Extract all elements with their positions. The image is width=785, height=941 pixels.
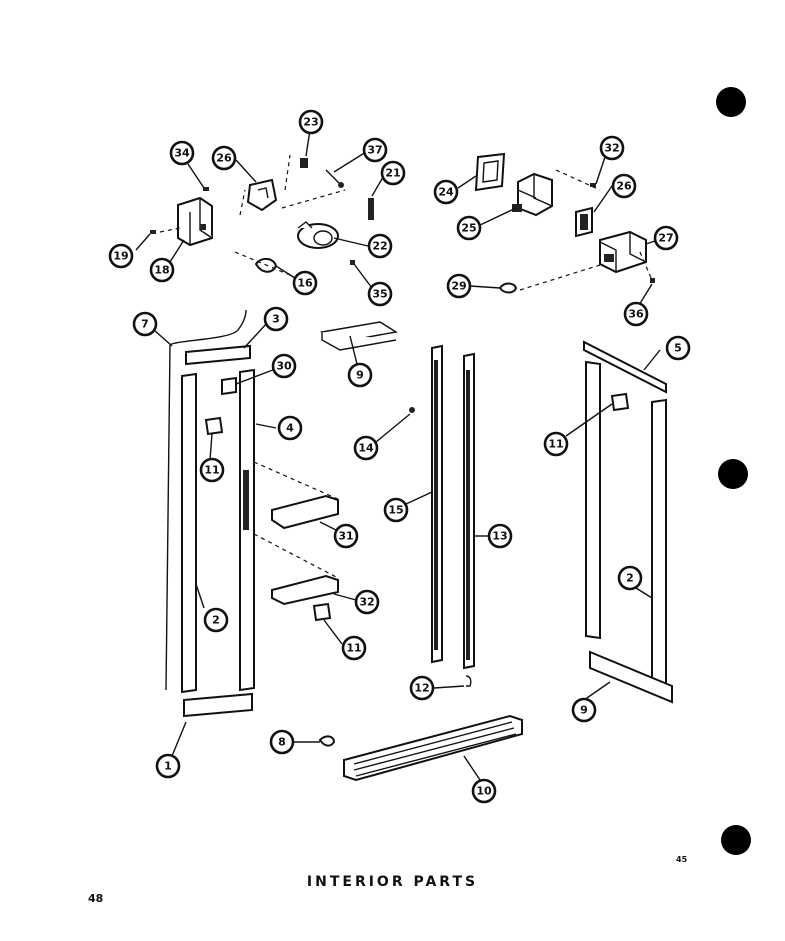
- svg-text:2: 2: [626, 572, 634, 585]
- callout-9-upper: 9: [347, 362, 373, 388]
- svg-text:32: 32: [359, 596, 374, 609]
- callout-18: 18: [149, 257, 175, 283]
- callout-21: 21: [380, 160, 406, 186]
- callout-9-lower: 9: [571, 697, 597, 723]
- svg-text:14: 14: [358, 442, 374, 455]
- callout-16-upper: 16: [292, 270, 318, 296]
- svg-text:24: 24: [438, 186, 454, 199]
- svg-text:1: 1: [164, 760, 172, 773]
- callout-13: 13: [487, 523, 513, 549]
- callout-5: 5: [665, 335, 691, 361]
- callout-29: 29: [446, 273, 472, 299]
- callout-14: 14: [353, 435, 379, 461]
- svg-text:23: 23: [303, 116, 318, 129]
- callout-27: 27: [653, 225, 679, 251]
- callout-23: 23: [298, 109, 324, 135]
- callout-26-left: 26: [211, 145, 237, 171]
- callout-30: 30: [271, 353, 297, 379]
- callout-32-upper: 32: [599, 135, 625, 161]
- callout-11-left: 11: [199, 457, 225, 483]
- svg-text:11: 11: [548, 438, 563, 451]
- callout-10: 10: [471, 778, 497, 804]
- callout-22: 22: [367, 233, 393, 259]
- callout-19: 19: [108, 243, 134, 269]
- svg-text:30: 30: [276, 360, 292, 373]
- svg-text:3: 3: [272, 313, 280, 326]
- callout-3: 3: [263, 306, 289, 332]
- svg-text:27: 27: [658, 232, 673, 245]
- svg-text:8: 8: [278, 736, 286, 749]
- page-number: 48: [88, 892, 104, 905]
- svg-text:22: 22: [372, 240, 387, 253]
- callout-32-lower: 32: [354, 589, 380, 615]
- svg-text:36: 36: [628, 308, 644, 321]
- svg-text:10: 10: [476, 785, 492, 798]
- svg-text:4: 4: [286, 422, 294, 435]
- svg-text:2: 2: [212, 614, 220, 627]
- svg-text:12: 12: [414, 682, 429, 695]
- svg-text:25: 25: [461, 222, 476, 235]
- callout-31: 31: [333, 523, 359, 549]
- svg-text:9: 9: [580, 704, 588, 717]
- upper-left-assembly: [135, 154, 374, 276]
- diagram-caption: INTERIOR PARTS: [306, 874, 479, 890]
- upper-right-assembly: [474, 152, 655, 294]
- leader-lines: [153, 129, 661, 781]
- svg-text:31: 31: [338, 530, 353, 543]
- callout-8: 8: [269, 729, 295, 755]
- right-liner-assembly: [583, 340, 673, 704]
- callout-36: 36: [623, 301, 649, 327]
- callout-7: 7: [132, 311, 158, 337]
- svg-text:34: 34: [174, 147, 190, 160]
- svg-text:26: 26: [616, 180, 632, 193]
- svg-text:13: 13: [492, 530, 507, 543]
- left-liner-assembly: [165, 309, 398, 718]
- svg-text:11: 11: [204, 464, 219, 477]
- svg-text:15: 15: [388, 504, 403, 517]
- callout-11-lower: 11: [341, 635, 367, 661]
- corner-mark: 45: [676, 855, 688, 864]
- svg-text:18: 18: [154, 264, 169, 277]
- svg-text:21: 21: [385, 167, 400, 180]
- callout-25: 25: [456, 215, 482, 241]
- callout-26-right: 26: [611, 173, 637, 199]
- svg-text:7: 7: [141, 318, 149, 331]
- svg-text:9: 9: [356, 369, 364, 382]
- svg-text:26: 26: [216, 152, 232, 165]
- svg-text:5: 5: [674, 342, 682, 355]
- center-mullion-assembly: [318, 344, 523, 782]
- svg-text:19: 19: [113, 250, 128, 263]
- callout-35: 35: [367, 281, 393, 307]
- callout-34: 34: [169, 140, 195, 166]
- callout-15: 15: [383, 497, 409, 523]
- binder-holes: [716, 87, 751, 855]
- svg-text:11: 11: [346, 642, 361, 655]
- svg-text:32: 32: [604, 142, 619, 155]
- svg-text:37: 37: [367, 144, 382, 157]
- callout-2-left: 2: [203, 607, 229, 633]
- callout-24: 24: [433, 179, 459, 205]
- callout-12: 12: [409, 675, 435, 701]
- svg-text:16: 16: [297, 277, 313, 290]
- callout-2-right: 2: [617, 565, 643, 591]
- svg-text:35: 35: [372, 288, 387, 301]
- callout-37: 37: [362, 137, 388, 163]
- callout-11-right: 11: [543, 431, 569, 457]
- svg-text:29: 29: [451, 280, 466, 293]
- callout-1: 1: [155, 753, 181, 779]
- callout-4: 4: [277, 415, 303, 441]
